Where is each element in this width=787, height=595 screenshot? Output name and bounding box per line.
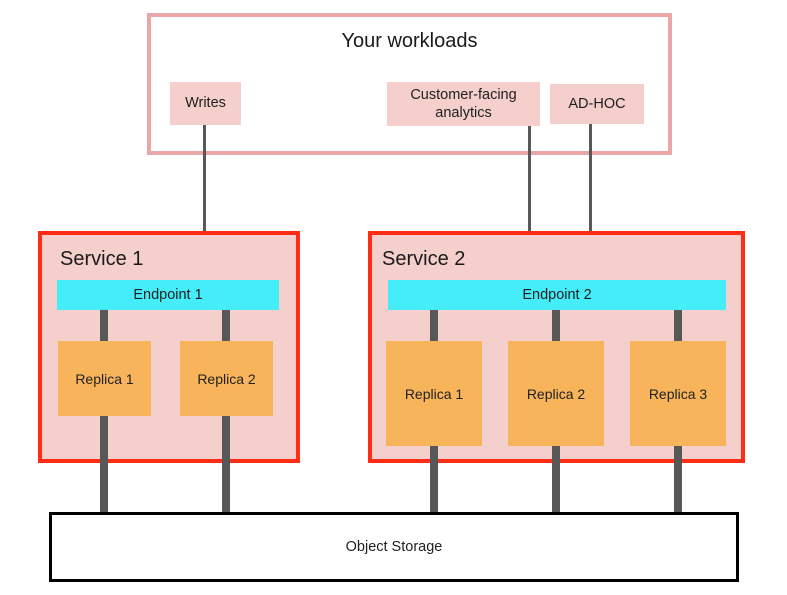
- service-1-label: Service 1: [60, 248, 144, 270]
- service-1-replica-2[interactable]: Replica 2: [180, 341, 273, 416]
- arrow-adhoc-to-endpoint-2-line: [589, 124, 592, 255]
- connector-service-2-replica-3-to-storage: [674, 446, 682, 514]
- service-2-replica-3[interactable]: Replica 3: [630, 341, 726, 446]
- connector-endpoint-2-to-replica-2: [552, 310, 560, 342]
- connector-endpoint-1-to-replica-1: [100, 310, 108, 342]
- arrow-analytics-to-endpoint-2-line: [528, 126, 531, 255]
- service-2-endpoint[interactable]: Endpoint 2: [388, 280, 726, 310]
- workload-chip-ad-hoc[interactable]: AD-HOC: [550, 84, 644, 124]
- service-1-replica-1[interactable]: Replica 1: [58, 341, 151, 416]
- connector-service-2-replica-1-to-storage: [430, 446, 438, 514]
- service-1-endpoint[interactable]: Endpoint 1: [57, 280, 279, 310]
- service-2-label: Service 2: [382, 248, 466, 270]
- connector-endpoint-2-to-replica-1: [430, 310, 438, 342]
- connector-endpoint-2-to-replica-3: [674, 310, 682, 342]
- connector-service-1-replica-2-to-storage: [222, 416, 230, 514]
- connector-service-1-replica-1-to-storage: [100, 416, 108, 514]
- object-storage-box[interactable]: Object Storage: [49, 512, 739, 582]
- service-2-replica-2[interactable]: Replica 2: [508, 341, 604, 446]
- workloads-title: Your workloads: [341, 30, 478, 52]
- workload-chip-writes[interactable]: Writes: [170, 82, 241, 125]
- service-2-replica-1[interactable]: Replica 1: [386, 341, 482, 446]
- workloads-frame: [147, 13, 672, 155]
- connector-service-2-replica-2-to-storage: [552, 446, 560, 514]
- connector-endpoint-1-to-replica-2: [222, 310, 230, 342]
- arrow-writes-to-endpoint-1-line: [203, 125, 206, 255]
- workload-chip-customer-facing-analytics[interactable]: Customer-facing analytics: [387, 82, 540, 126]
